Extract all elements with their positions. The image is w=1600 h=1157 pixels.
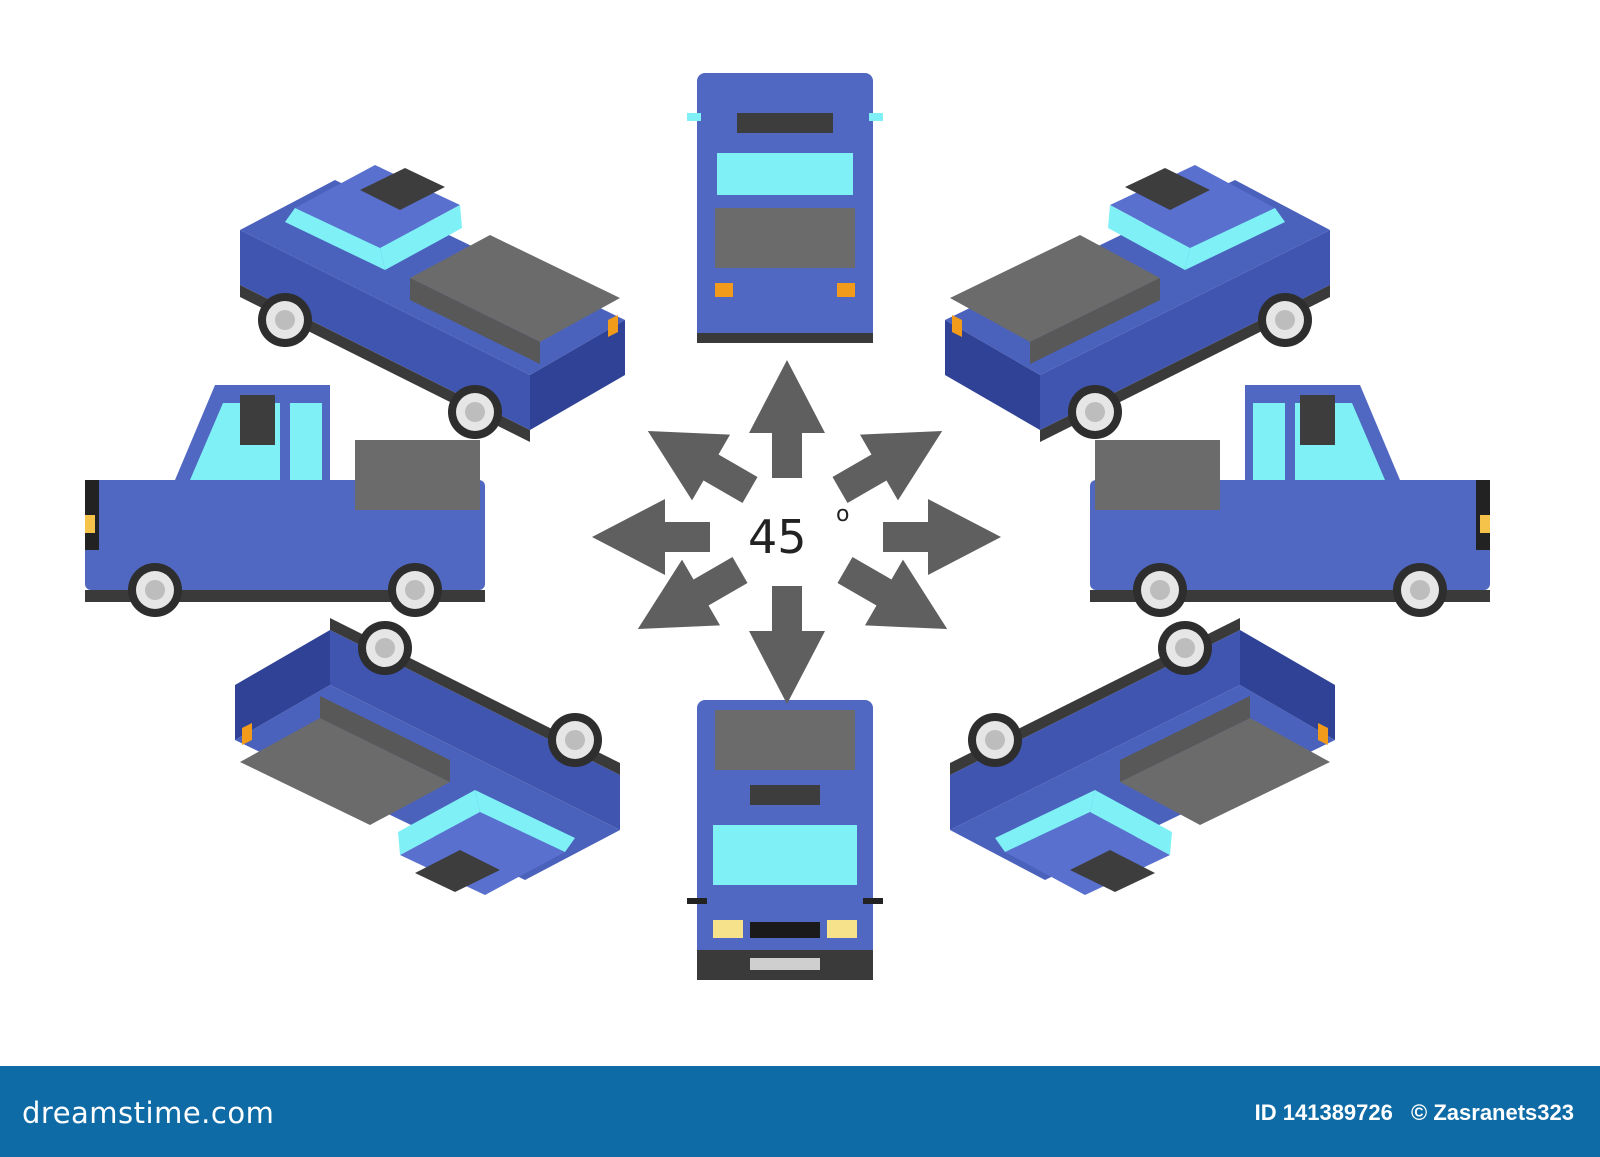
- truck-right: [1090, 385, 1490, 617]
- image-id: ID 141389726: [1254, 1100, 1393, 1125]
- author-name[interactable]: Zasranets323: [1433, 1100, 1574, 1125]
- truck-left: [85, 385, 485, 617]
- truck-front-left: [235, 618, 620, 895]
- truck-front-right: [950, 618, 1335, 895]
- arrow-up: [749, 360, 825, 478]
- truck-rear: [687, 73, 883, 343]
- brand-logo[interactable]: dreamstime.com: [22, 1096, 275, 1130]
- image-credit: ID 141389726 © Zasranets323: [1255, 1100, 1574, 1126]
- truck-front: [687, 700, 883, 980]
- arrow-down: [749, 586, 825, 704]
- degree-symbol: o: [836, 502, 849, 527]
- footer-bar: dreamstime.com ID 141389726 © Zasranets3…: [0, 1066, 1600, 1157]
- rotation-scene: 45 o: [0, 73, 1600, 980]
- copyright-icon: ©: [1411, 1100, 1428, 1125]
- angle-label: 45: [748, 510, 807, 564]
- arrow-left: [592, 499, 710, 575]
- arrow-up-left: [628, 398, 769, 523]
